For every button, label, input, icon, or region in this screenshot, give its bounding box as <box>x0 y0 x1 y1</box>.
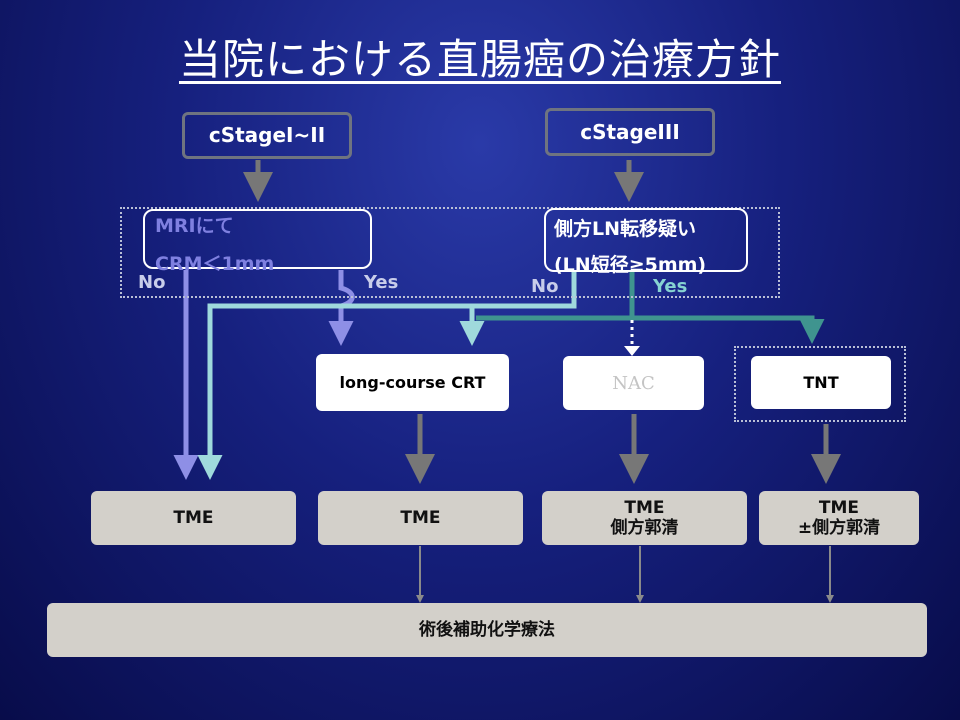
question-right-line2: (LN短径≥5mm) <box>554 254 707 276</box>
question-left-line2: CRM＜1mm <box>155 253 275 275</box>
label-left-no: No <box>138 272 166 293</box>
crt-box: long-course CRT <box>316 354 509 411</box>
question-right-box: 側方LN転移疑い (LN短径≥5mm) <box>544 208 748 276</box>
label-left-yes: Yes <box>364 272 399 293</box>
path-right-no <box>197 272 577 480</box>
question-row-frame <box>120 207 780 298</box>
arrow-nac-head <box>624 346 640 356</box>
label-right-no: No <box>531 276 559 297</box>
stage-left-label: cStageI~II <box>208 123 326 147</box>
tnt-box: TNT <box>751 356 891 409</box>
tme-box-1-label: TME <box>173 507 214 528</box>
tnt-frame <box>734 346 906 422</box>
question-left-line1: MRIにて <box>155 215 234 237</box>
stage-left-box: cStageI~II <box>182 112 352 159</box>
stage-right-box: cStageIII <box>545 108 715 156</box>
tme-box-3: TME 側方郭清 <box>542 491 747 545</box>
crt-label: long-course CRT <box>339 373 486 392</box>
page-title: 当院における直腸癌の治療方針 <box>178 35 781 84</box>
tnt-label: TNT <box>803 373 839 392</box>
path-right-yes-tnt <box>632 315 825 344</box>
tme-box-4-line2: ±側方郭清 <box>797 518 881 538</box>
question-left-box: MRIにて CRM＜1mm <box>143 209 372 275</box>
label-right-yes: Yes <box>653 276 688 297</box>
tme-box-2-label: TME <box>400 507 441 528</box>
question-right-line1: 側方LN転移疑い <box>554 218 697 240</box>
tme-box-2: TME <box>318 491 523 545</box>
tme-box-4-line1: TME <box>818 497 860 518</box>
tme-box-3-line2: 側方郭清 <box>610 518 679 538</box>
tme-box-1: TME <box>91 491 296 545</box>
adjuvant-box: 術後補助化学療法 <box>47 603 927 657</box>
nac-label: NAC <box>612 372 655 394</box>
stage-right-label: cStageIII <box>580 120 680 144</box>
adjuvant-label: 術後補助化学療法 <box>419 619 555 640</box>
nac-box: NAC <box>563 356 704 410</box>
tme-box-3-line1: TME <box>624 497 665 518</box>
tme-box-4: TME ±側方郭清 <box>759 491 919 545</box>
